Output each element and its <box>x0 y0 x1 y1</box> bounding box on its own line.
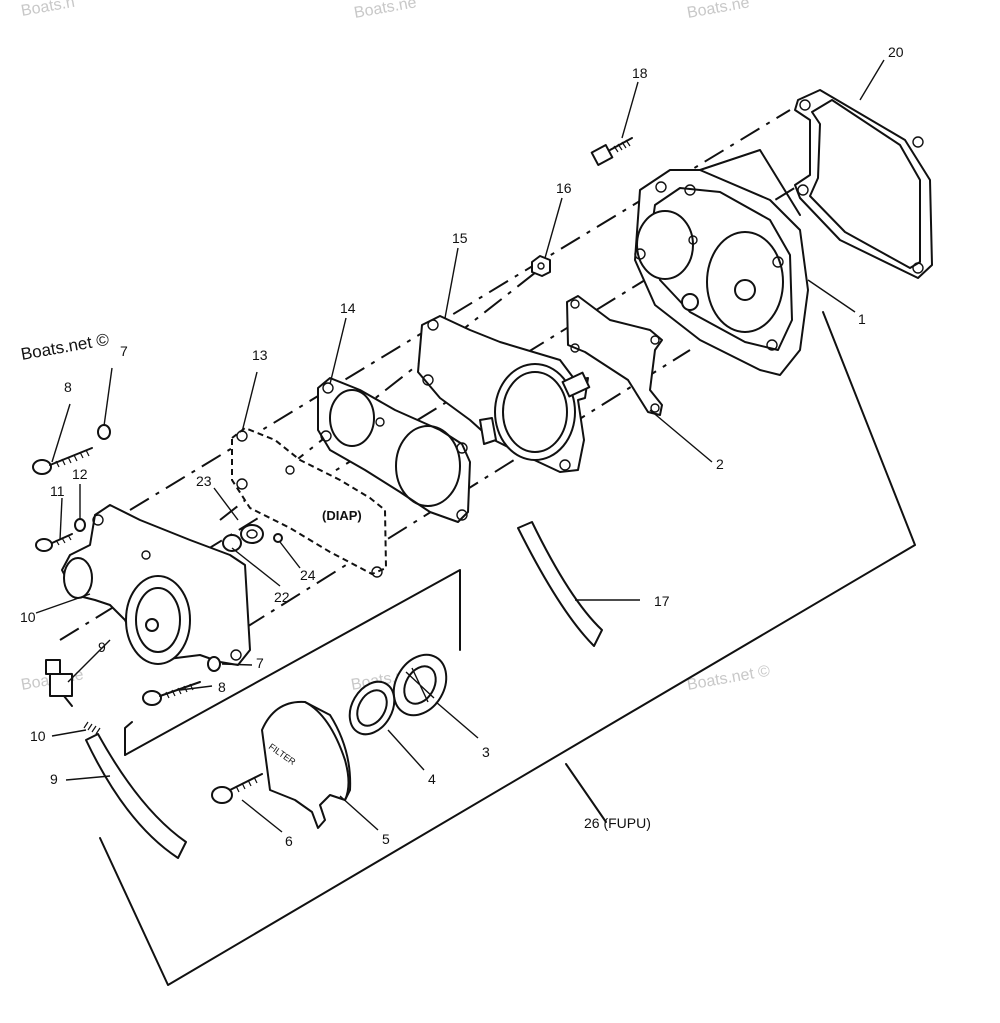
callout-18: 16 <box>556 180 572 196</box>
washer-part-7-upper <box>97 424 111 440</box>
callout-1: 1 <box>858 311 866 327</box>
watermark-mid-right: Boats.net © <box>686 663 772 694</box>
callout-6: 6 <box>285 833 293 849</box>
washer-part-7-lower <box>207 656 221 672</box>
pump-cover-part-12 <box>61 504 251 666</box>
callout-13: 11 <box>50 483 65 499</box>
nut-part-18 <box>531 255 551 277</box>
callout-8-lower: 8 <box>218 679 226 695</box>
screw-part-6 <box>211 773 263 804</box>
screw-part-13 <box>35 533 73 552</box>
callout-21: 18 <box>632 65 648 81</box>
clamp-part-10 <box>83 721 101 735</box>
callout-11: 9 <box>98 639 106 655</box>
filter-cover-part-5: FILTER <box>261 700 352 829</box>
filter-group-bracket <box>124 569 461 756</box>
callout-8-upper: 8 <box>64 379 72 395</box>
callout-17: 15 <box>452 230 468 246</box>
callout-20: 17 <box>654 593 670 609</box>
callout-26-fupu: 26 (FUPU) <box>584 815 651 831</box>
pump-body-part-1 <box>634 149 809 376</box>
washer-part-24 <box>240 524 264 544</box>
fitting-part-11 <box>45 659 73 707</box>
callout-23: 22 <box>274 589 290 605</box>
hose-part-20 <box>517 521 603 647</box>
watermark-top-left: Boats.n <box>20 0 76 20</box>
callout-14: 12 <box>72 466 88 482</box>
callouts: 20 18 16 15 14 13 1 2 17 7 8 12 11 23 22… <box>20 44 904 849</box>
callout-16: 14 <box>340 300 356 316</box>
callout-9: 9 <box>50 771 58 787</box>
callout-7-lower: 7 <box>256 655 264 671</box>
screw-part-8-lower <box>142 681 201 706</box>
hose-part-9 <box>85 733 187 859</box>
callout-5: 5 <box>382 831 390 847</box>
screw-part-25 <box>273 533 283 543</box>
watermark-top-mid: Boats.ne <box>353 0 418 22</box>
callout-24: 23 <box>196 473 212 489</box>
callout-25: 24 <box>300 567 316 583</box>
callout-4: 4 <box>428 771 436 787</box>
washer-part-14 <box>74 518 86 532</box>
plate-part-2 <box>566 295 663 416</box>
valve-housing-part-17 <box>417 315 591 473</box>
screw-part-21 <box>590 137 633 166</box>
leader-lines <box>35 59 885 833</box>
diaphragm-label: (DIAP) <box>322 508 362 523</box>
washer-part-23 <box>222 534 242 552</box>
callout-2: 2 <box>716 456 724 472</box>
callout-3: 3 <box>482 744 490 760</box>
callout-7-upper: 7 <box>120 343 128 359</box>
callout-12: 10 <box>20 609 36 625</box>
gasket-ring-part-4 <box>348 680 396 736</box>
callout-15: 13 <box>252 347 268 363</box>
assembly-bracket <box>99 311 916 986</box>
screen-part-3 <box>392 653 448 717</box>
callout-22: 20 <box>888 44 904 60</box>
watermark-top-right: Boats.ne <box>686 0 751 22</box>
screw-part-8-upper <box>32 447 93 475</box>
diaphragm-part-15: (DIAP) <box>231 427 387 578</box>
gasket-part-22 <box>794 89 933 279</box>
watermark-upper-left: Boats.net © <box>19 330 110 364</box>
callout-10: 10 <box>30 728 46 744</box>
gasket-part-16 <box>317 377 471 523</box>
